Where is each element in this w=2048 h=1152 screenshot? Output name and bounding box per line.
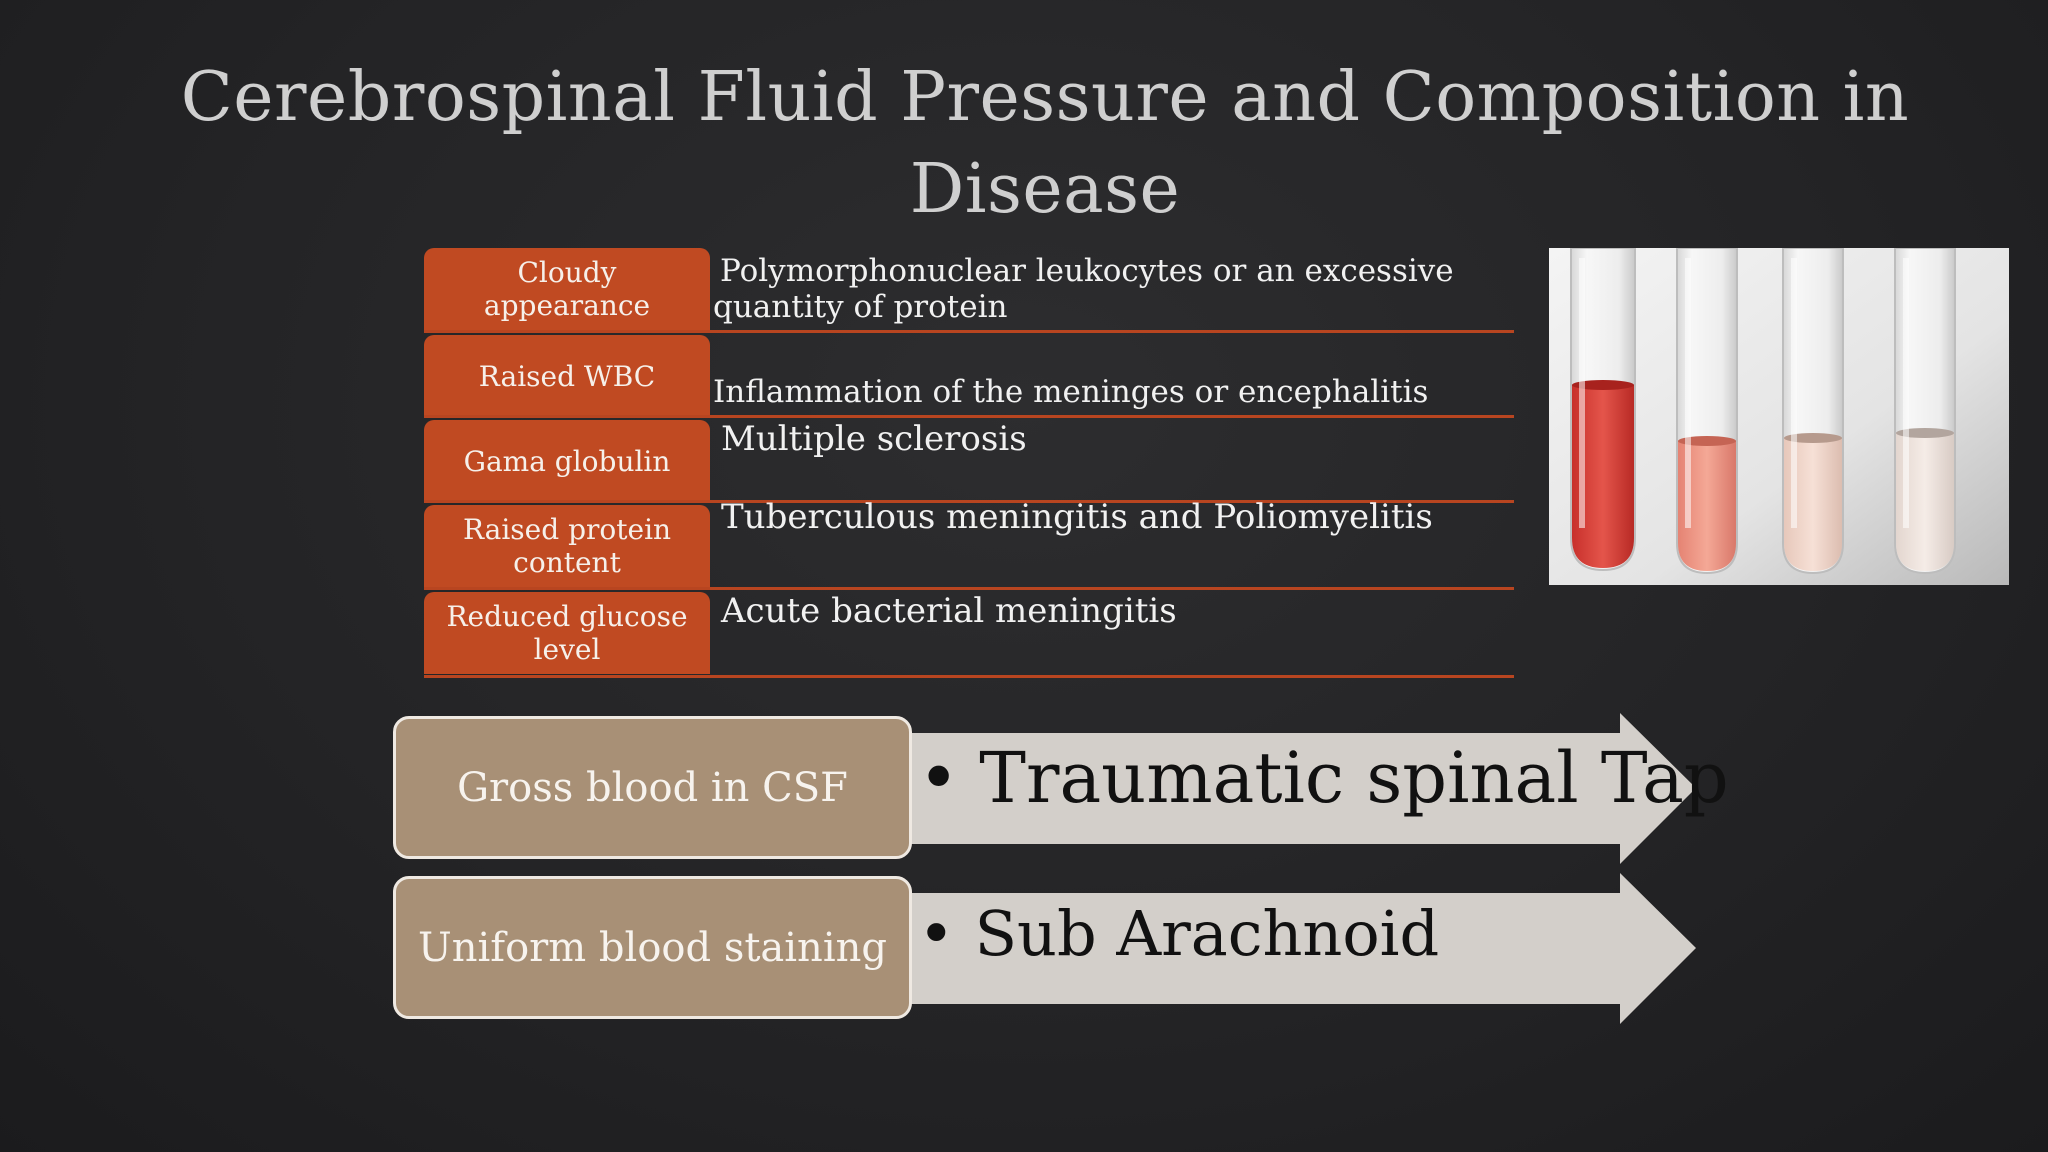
row-description-raised-wbc: Inflammation of the meninges or encephal…: [713, 374, 1429, 410]
row-divider: [424, 587, 1514, 590]
bullet-icon: •: [918, 896, 955, 970]
row-description-raised-protein: Tuberculous meningitis and Poliomyelitis: [721, 497, 1433, 537]
row-divider: [424, 675, 1514, 678]
row-description-gama-globulin: Multiple sclerosis: [721, 419, 1027, 459]
box-uniform-blood-staining: Uniform blood staining: [393, 876, 912, 1019]
arrow-text-traumatic-tap: • Traumatic spinal Tap: [918, 730, 1729, 826]
arrow-shape: [900, 873, 1696, 1024]
row-label-cloudy-appearance: Cloudy appearance: [424, 248, 710, 330]
arrow-label: Sub Arachnoid: [974, 896, 1440, 970]
row-description-reduced-glucose: Acute bacterial meningitis: [721, 591, 1177, 631]
box-gross-blood-in-csf: Gross blood in CSF: [393, 716, 912, 859]
csf-test-tubes-image: [1549, 248, 2009, 585]
row-divider: [424, 415, 1514, 418]
bullet-icon: •: [918, 737, 960, 819]
row-label-gama-globulin: Gama globulin: [424, 420, 710, 502]
row-divider: [424, 500, 1514, 503]
arrow-text-sub-arachnoid: • Sub Arachnoid: [918, 888, 1439, 978]
row-divider: [424, 330, 1514, 333]
row-label-raised-protein: Raised protein content: [424, 505, 710, 587]
row-description-cloudy-appearance: Polymorphonuclear leukocytes or an exces…: [713, 253, 1454, 325]
row-label-raised-wbc: Raised WBC: [424, 335, 710, 417]
slide-title: Cerebrospinal Fluid Pressure and Composi…: [180, 58, 1910, 229]
arrow-shape: [900, 713, 1696, 864]
arrow-label: Traumatic spinal Tap: [979, 737, 1729, 819]
row-label-reduced-glucose: Reduced glucose level: [424, 592, 710, 674]
